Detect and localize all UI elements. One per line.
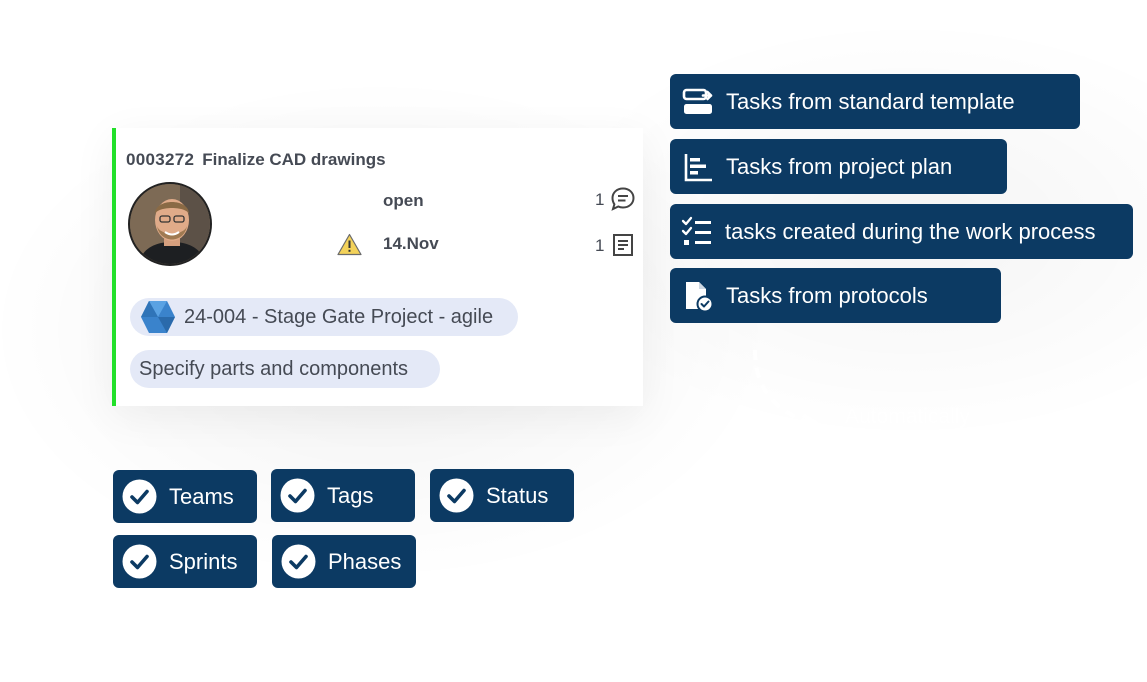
check-circle-icon — [122, 544, 157, 579]
task-card[interactable]: 0003272 Finalize CAD drawings open 14.Nov… — [112, 128, 643, 406]
task-title: 0003272 Finalize CAD drawings — [126, 150, 386, 170]
phase-pill[interactable]: Specify parts and components — [130, 350, 440, 388]
project-pill[interactable]: 24-004 - Stage Gate Project - agile — [130, 298, 518, 336]
task-name: Finalize CAD drawings — [202, 150, 386, 169]
checklist-icon — [681, 216, 711, 245]
template-icon — [682, 88, 713, 114]
check-circle-icon — [281, 544, 316, 579]
chip-label: Tags — [327, 482, 374, 508]
check-circle-icon — [280, 478, 315, 513]
chip-tags[interactable]: Tags — [271, 469, 415, 522]
source-project-plan: Tasks from project plan — [670, 139, 1007, 194]
source-label: Tasks from standard template — [726, 88, 1015, 114]
source-standard-template: Tasks from standard template — [670, 74, 1080, 129]
source-work-process: tasks created during the work process — [670, 204, 1133, 259]
chip-status[interactable]: Status — [430, 469, 574, 522]
comment-count: 1 — [595, 190, 605, 209]
chip-label: Phases — [328, 548, 402, 574]
gantt-icon — [684, 153, 712, 181]
warning-icon — [337, 233, 362, 256]
automatically-arrow-icon — [753, 349, 827, 437]
chip-sprints[interactable]: Sprints — [113, 535, 257, 588]
protocol-icon — [686, 281, 714, 312]
document-icon[interactable] — [612, 233, 634, 257]
chip-phases[interactable]: Phases — [272, 535, 416, 588]
phase-label: Specify parts and components — [139, 357, 409, 380]
chip-teams[interactable]: Teams — [113, 470, 257, 523]
project-hexagon-icon — [141, 301, 175, 333]
project-label: 24-004 - Stage Gate Project - agile — [184, 305, 494, 328]
source-label: tasks created during the work process — [725, 218, 1096, 244]
chip-label: Teams — [169, 483, 234, 509]
source-protocols: Tasks from protocols — [670, 268, 1001, 323]
chip-label: Status — [486, 482, 549, 508]
avatar[interactable] — [128, 182, 212, 266]
task-status[interactable]: open — [383, 191, 424, 210]
comment-icon[interactable] — [610, 186, 636, 212]
check-circle-icon — [439, 478, 474, 513]
task-number: 0003272 — [126, 150, 195, 169]
chip-label: Sprints — [169, 548, 238, 574]
document-count: 1 — [595, 236, 605, 255]
check-circle-icon — [122, 479, 157, 514]
source-label: Tasks from protocols — [726, 282, 928, 308]
source-label: Tasks from project plan — [726, 153, 953, 179]
due-date[interactable]: 14.Nov — [383, 234, 439, 253]
automatically-label: Automatically — [845, 405, 970, 428]
